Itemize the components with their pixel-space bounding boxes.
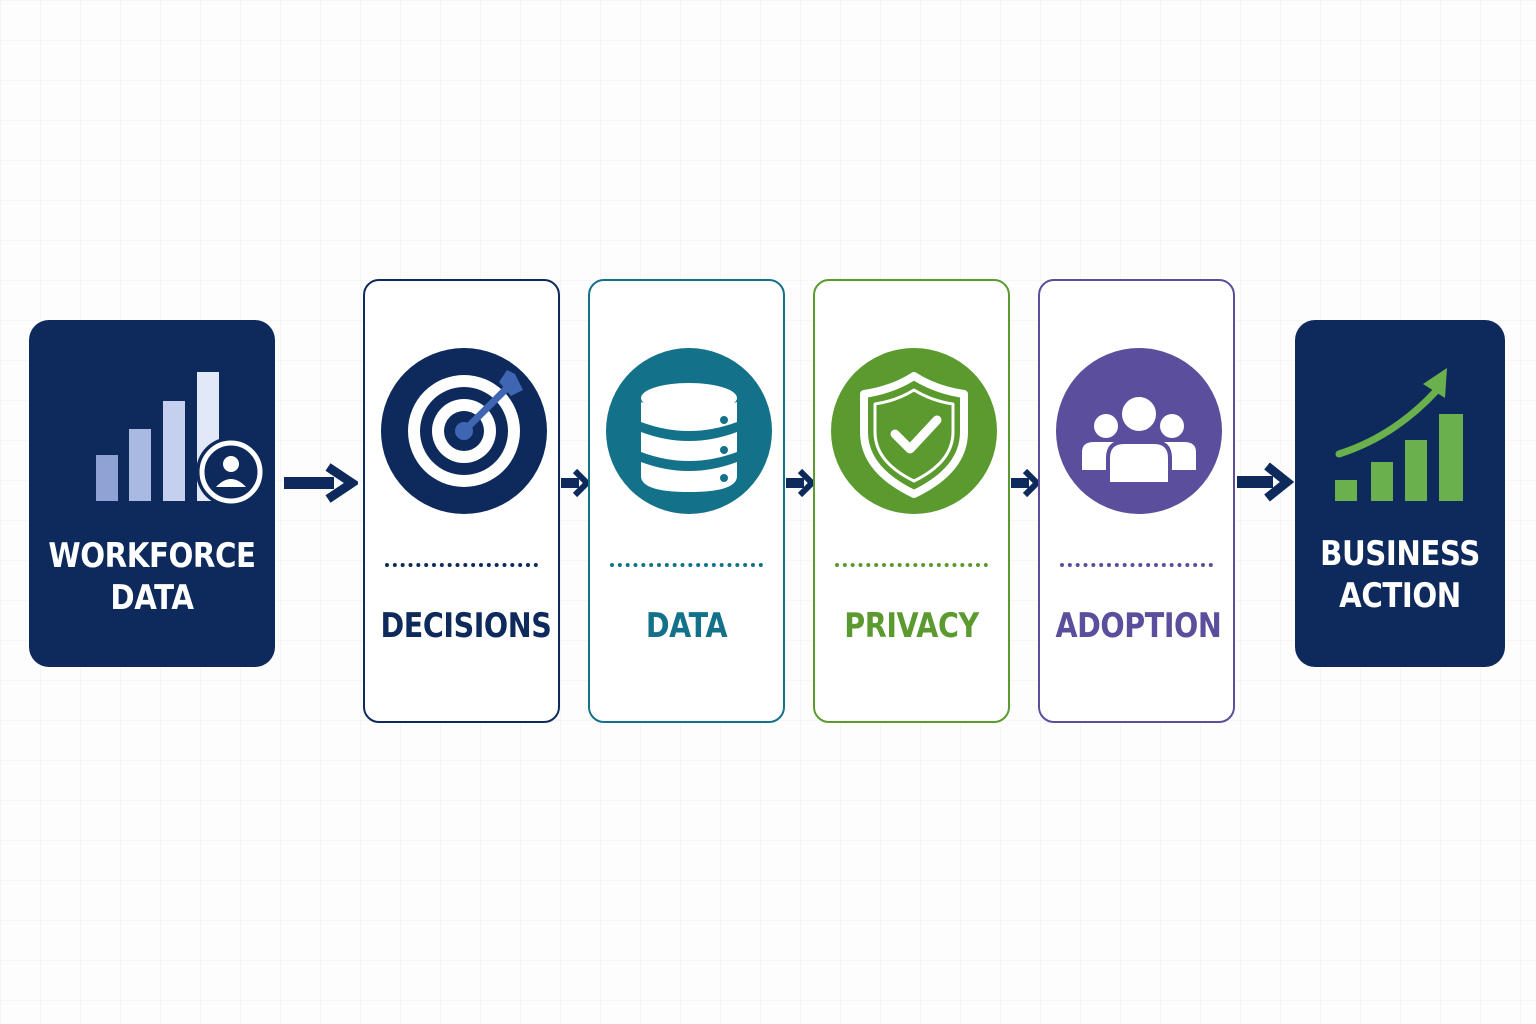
target-label-line1: BUSINESS (1320, 534, 1480, 574)
adoption-circle (1056, 348, 1222, 514)
arrow-right-icon (561, 467, 592, 504)
privacy-label: PRIVACY (844, 606, 979, 646)
workforce-data-box: WORKFORCE DATA (29, 320, 275, 667)
arrow-right-icon (282, 461, 361, 510)
source-label-line2: DATA (110, 578, 194, 618)
decisions-label: DECISIONS (380, 606, 552, 646)
data-circle (606, 348, 772, 514)
stage-data: DATA (588, 279, 785, 723)
data-label: DATA (645, 606, 728, 646)
database-icon (641, 383, 737, 492)
shield-check-icon (860, 372, 968, 498)
stage-adoption: ADOPTION (1038, 279, 1235, 723)
decisions-circle (381, 348, 547, 514)
stage-decisions: DECISIONS (363, 279, 560, 723)
arrow-right-icon (1011, 467, 1042, 504)
growth-chart-icon (1331, 362, 1471, 507)
decisions-divider (385, 563, 538, 567)
target-label-line2: ACTION (1339, 576, 1461, 616)
privacy-divider (835, 563, 988, 567)
people-group-icon (1082, 393, 1196, 486)
arrow-right-icon (1237, 460, 1295, 509)
bar-chart-person-icon (89, 365, 269, 515)
business-action-box: BUSINESS ACTION (1295, 320, 1505, 667)
adoption-divider (1060, 563, 1213, 567)
stage-privacy: PRIVACY (813, 279, 1010, 723)
privacy-circle (831, 348, 997, 514)
data-divider (610, 563, 763, 567)
adoption-label: ADOPTION (1055, 606, 1222, 646)
target-arrow-icon (408, 370, 523, 487)
source-label-line1: WORKFORCE (48, 536, 256, 576)
arrow-right-icon (786, 467, 817, 504)
